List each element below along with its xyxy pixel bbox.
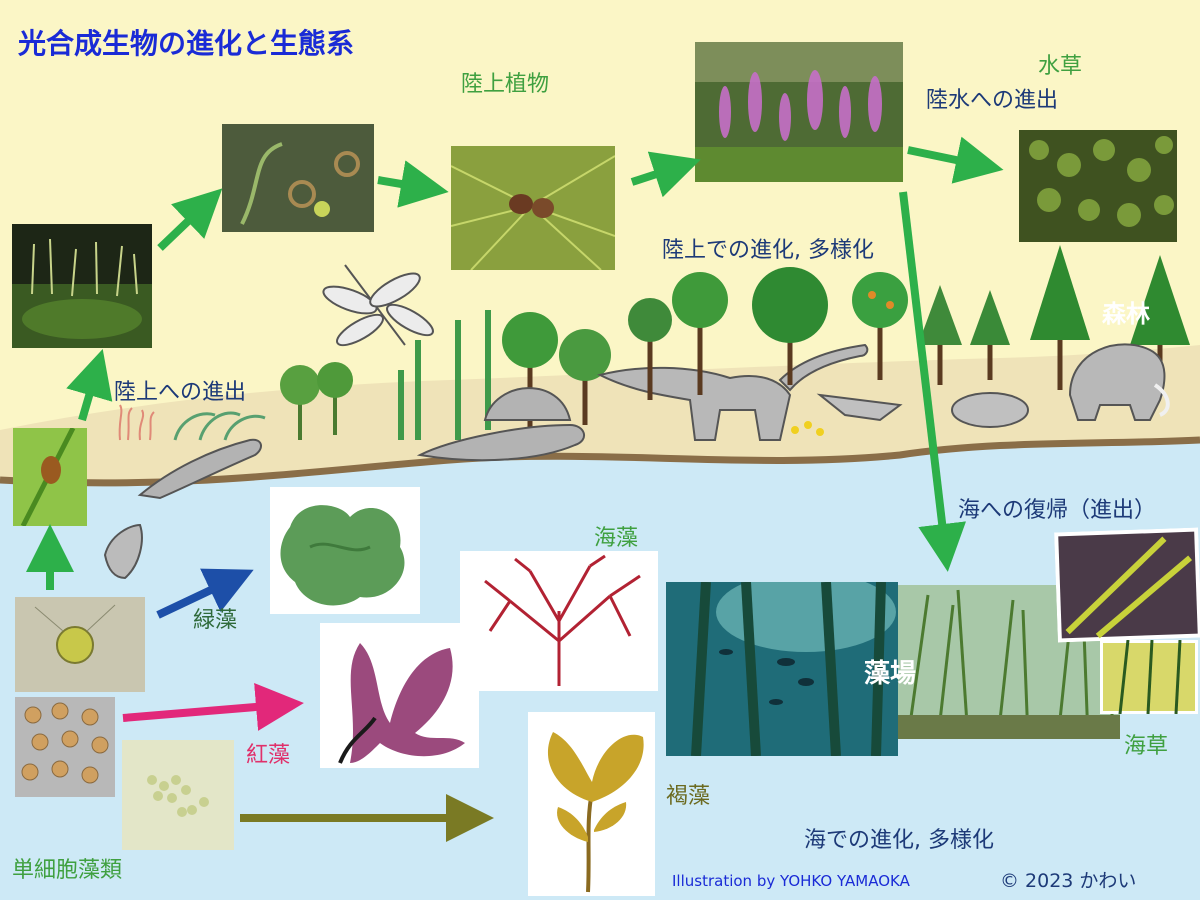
seaweeds-label: 海藻 xyxy=(594,526,639,551)
land-plants-label: 陸上植物 xyxy=(461,72,550,97)
green-algae-label: 緑藻 xyxy=(193,608,238,633)
unicellular-cells-photo xyxy=(15,697,115,797)
seagrass-flower-photo xyxy=(1100,640,1198,714)
forest-label: 森林 xyxy=(1102,300,1150,328)
fern-fronds xyxy=(173,411,266,441)
liverwort-photo xyxy=(13,428,87,526)
mammoth xyxy=(1068,343,1170,421)
shoreline xyxy=(0,436,1200,487)
land-evolution-label: 陸上での進化, 多様化 xyxy=(662,238,874,263)
dimetrodon xyxy=(416,387,585,462)
brown-algae-photo xyxy=(528,712,655,896)
tree-fern-2 xyxy=(317,362,353,435)
to-land-label: 陸上への進出 xyxy=(114,380,247,405)
arrow-conifer-to-meadow xyxy=(630,151,701,198)
small-mammal xyxy=(951,392,1029,428)
seagrass-bed-photo xyxy=(898,585,1120,739)
forest-trees xyxy=(628,245,1190,400)
freshwater-plant-meadow-photo xyxy=(695,42,903,182)
unicellular-colony-photo xyxy=(122,740,234,850)
yellow-flowers xyxy=(791,421,824,436)
copyright-notice: © 2023 かわい xyxy=(1000,870,1137,892)
red-algae-label: 紅藻 xyxy=(246,743,291,768)
red-algae-dulse-photo xyxy=(320,623,479,768)
red-algae-photo xyxy=(460,551,658,691)
to-freshwater-label: 陸水への進出 xyxy=(926,88,1059,113)
kelp-forest-photo xyxy=(666,582,898,756)
water-plants-label: 水草 xyxy=(1038,54,1083,79)
arrow-liverwort-to-moss xyxy=(66,348,113,422)
arrow-moss-to-fern xyxy=(157,188,223,251)
unicellular-algae-label: 単細胞藻類 xyxy=(12,858,123,883)
unicellular-alga-photo xyxy=(15,597,145,692)
archaeopteryx xyxy=(816,393,903,422)
dragonfly xyxy=(322,264,434,347)
early-land-plants xyxy=(118,404,155,441)
fish-like-creature xyxy=(103,523,143,580)
seagrass-closeup-photo xyxy=(1054,527,1200,643)
arrow-to-red-algae xyxy=(122,683,304,731)
seaweed-bed-label: 藻場 xyxy=(864,659,917,689)
brown-algae-label: 褐藻 xyxy=(666,784,711,809)
amphibian xyxy=(137,438,262,500)
aquatic-weed-photo xyxy=(1019,130,1177,242)
return-to-sea-label: 海への復帰（進出） xyxy=(958,498,1157,523)
sea-lettuce-photo xyxy=(270,487,420,614)
moss-photo xyxy=(12,224,152,348)
arrow-land-to-sea xyxy=(899,191,967,572)
illustration-credit: Illustration by YOHKO YAMAOKA xyxy=(672,872,910,890)
tree-fern-1 xyxy=(280,365,320,440)
land-area xyxy=(0,345,1200,483)
seagrass-label: 海草 xyxy=(1124,734,1169,759)
sea-evolution-label: 海での進化, 多様化 xyxy=(804,828,994,853)
horsetails xyxy=(398,310,491,440)
fern-photo xyxy=(222,124,374,232)
arrow-meadow-to-waterplant xyxy=(907,136,1004,184)
conifer-photo xyxy=(451,146,615,270)
diagram-title: 光合成生物の進化と生態系 xyxy=(18,27,355,60)
arrow-fern-to-conifer xyxy=(377,160,449,208)
arrow-to-green-algae xyxy=(156,568,254,619)
